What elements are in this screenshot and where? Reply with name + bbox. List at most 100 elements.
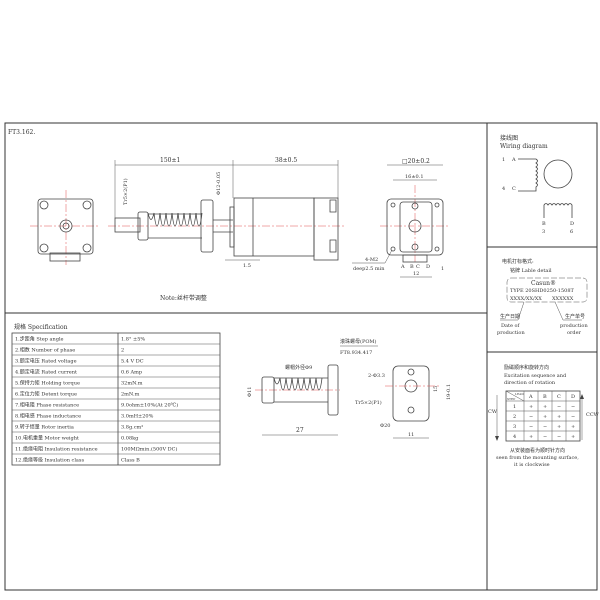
label-date-en1: Date of [501, 323, 521, 329]
excitation-step: 4 [513, 434, 516, 440]
label-code-date: XXXX/XX/XX [510, 296, 542, 302]
rotor-symbol [543, 159, 573, 189]
excitation-col-header: B [543, 394, 547, 400]
excitation-step: 3 [513, 424, 516, 430]
excitation-table: 励磁顺序和旋转方向 Excitation sequence and direct… [488, 364, 600, 468]
ccw-label: CCW [586, 412, 600, 418]
drawing-frame [4, 122, 598, 591]
spec-value: 3.0mH±20% [121, 414, 154, 420]
excitation-cell: − [529, 424, 533, 430]
corner-lead: LEAD [515, 392, 524, 396]
spec-value: 2mN.m [121, 392, 140, 398]
nut-width: 11 [408, 432, 414, 438]
dim-diameter: Φ12-0.05 [216, 172, 222, 195]
motor-front-view [30, 190, 100, 265]
spec-value: 1.8° ±5% [121, 337, 145, 343]
pin-b-label: B [410, 264, 414, 270]
excitation-cell: + [557, 424, 561, 430]
label-code-order: XXXXXX [552, 296, 574, 302]
spec-label: 3.额定电压 Rated voltage [15, 358, 77, 365]
nut-dia: Φ11 [247, 387, 253, 397]
label-brand: Casun® [531, 280, 556, 287]
wire-3-label: 3 [542, 229, 545, 235]
spec-title: 规格 Specification [14, 323, 68, 331]
motor-side-view: 150±1 38±0.5 Tr5×2(P1) Φ12-0.05 1.5 Note… [108, 157, 345, 302]
excitation-title-cn: 励磁顺序和旋转方向 [504, 364, 549, 371]
spec-label: 1.步距角 Step angle [15, 336, 64, 343]
drawing-number: FT3.162. [8, 129, 35, 136]
excitation-grid-border [505, 390, 581, 442]
label-title-cn: 电机打标格式: [502, 258, 534, 265]
spec-row: 12.绝缘等级 Insulation class Class B [12, 453, 220, 464]
dim-thread: Tr5×2(P1) [122, 178, 129, 205]
nut-hole-pitch: 15 [433, 386, 439, 392]
spec-label: 12.绝缘等级 Insulation class [15, 457, 84, 464]
dim-square: □20±0.2 [402, 158, 430, 165]
excitation-col-header: C [557, 394, 561, 400]
wire-6-label: 6 [570, 229, 573, 235]
nut-flange-dia: Φ20 [380, 423, 390, 429]
note: Note:丝杆带调整 [160, 294, 207, 302]
nut-title: 滚珠螺母(POM) [340, 338, 377, 345]
spec-value: 32mN.m [121, 381, 143, 387]
dim-screw-length: 150±1 [160, 157, 180, 164]
nut-drawing: 滚珠螺母(POM) FT8.934.417 螺帽外径Φ9 27 Φ11 2-Φ3… [247, 338, 452, 439]
pin-c-label: C [416, 264, 420, 270]
label-date-en2: production [497, 330, 525, 336]
label-order-en1: production [560, 323, 588, 329]
wire-4-label: 4 [502, 186, 505, 192]
spec-row: 8.相电感 Phase inductance 3.0mH±20% [12, 409, 220, 420]
corner-step: STEP [507, 397, 515, 401]
wiring-diagram: 接线图 Wiring diagram 1 A 4 C B 3 D 6 [500, 134, 574, 235]
excitation-cell: + [543, 404, 547, 410]
dim-connector: 12 [413, 271, 419, 277]
spec-label: 10.电机重量 Motor weight [15, 435, 79, 442]
excitation-note-en2: it is clockwise [514, 462, 550, 468]
excitation-col-header: A [528, 394, 533, 400]
spec-label: 7.相电阻 Phase resistance [15, 402, 79, 409]
spec-row: 1.步距角 Step angle 1.8° ±5% [15, 336, 145, 343]
wire-a-label: A [511, 157, 516, 163]
spec-label: 8.相电感 Phase inductance [15, 413, 81, 420]
spec-label: 5.保持力矩 Holding torque [15, 380, 80, 387]
label-order-en2: order [567, 330, 582, 336]
excitation-step: 2 [513, 414, 516, 420]
spec-value: 3.8g.cm² [121, 425, 143, 431]
excitation-cell: − [529, 414, 533, 420]
spec-label: 6.定位力矩 Detent torque [15, 391, 77, 398]
wiring-title-en: Wiring diagram [500, 143, 548, 150]
spec-row: 3.额定电压 Rated voltage 5.4 V DC [12, 354, 220, 365]
pin-a-label: A [400, 264, 405, 270]
spec-value: Class B [121, 458, 140, 464]
label-date-cn: 生产日期 [500, 313, 520, 320]
nut-holes: 2-Φ3.3 [368, 373, 385, 379]
excitation-cell: + [529, 434, 533, 440]
excitation-cell: + [529, 404, 533, 410]
pin-d-label: D [426, 264, 430, 270]
wire-c-label: C [512, 186, 516, 192]
spec-value: 2 [121, 348, 124, 354]
excitation-note-en1: seen from the mounting surface, [496, 455, 579, 461]
nut-height: 19-0.1 [446, 384, 452, 400]
wiring-title-cn: 接线图 [500, 134, 518, 142]
spec-row: 10.电机重量 Motor weight 0.08kg [12, 431, 220, 442]
excitation-cell: − [571, 414, 575, 420]
excitation-cell: − [571, 404, 575, 410]
excitation-cell: − [543, 434, 547, 440]
spec-value: 100MΩmin.(500V DC) [121, 446, 177, 453]
excitation-cell: + [557, 414, 561, 420]
spec-row: 6.定位力矩 Detent torque 2mN.m [12, 387, 220, 398]
excitation-step: 1 [513, 404, 516, 410]
spec-label: 11.绝缘电阻 Insulation resistance [15, 446, 98, 453]
excitation-cell: − [543, 424, 547, 430]
spec-value: 0.08kg [121, 436, 139, 442]
wire-d-label: D [570, 221, 574, 227]
holes-note: 4-M2 [365, 257, 378, 263]
spec-value: 5.4 V DC [121, 359, 144, 365]
dim-offset: 1 [441, 266, 444, 272]
cw-label: CW [488, 409, 498, 415]
nut-thread-od: 螺帽外径Φ9 [285, 364, 312, 371]
